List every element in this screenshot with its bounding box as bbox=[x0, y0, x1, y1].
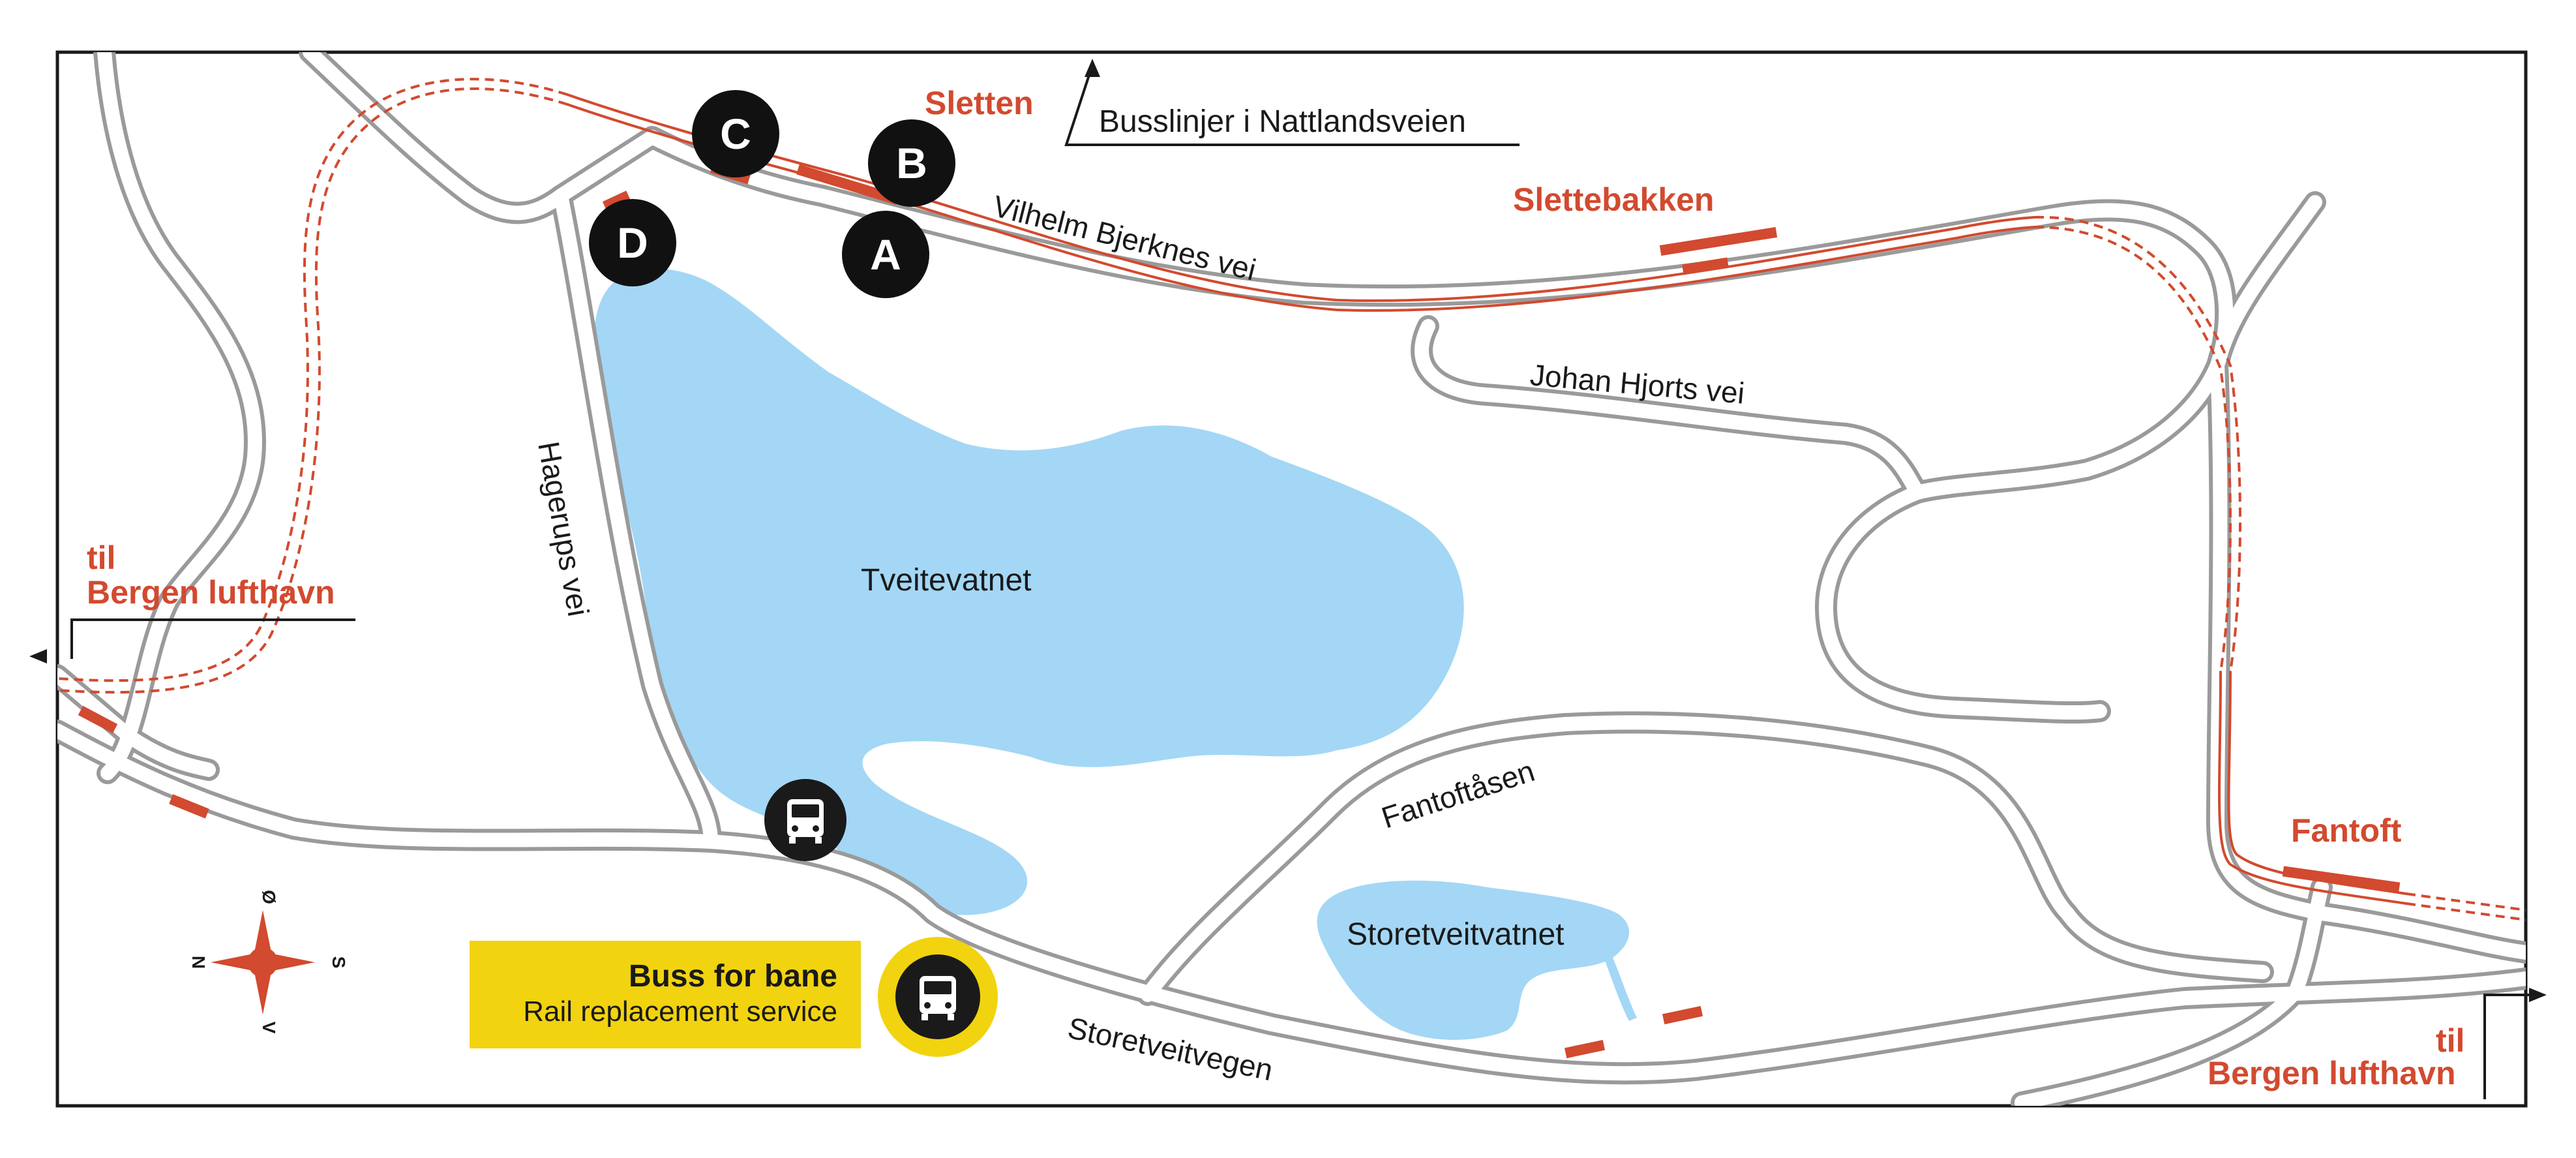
platforms bbox=[78, 162, 2401, 1059]
lake-label-tveitevatnet: Tveitevatnet bbox=[861, 563, 1031, 598]
arrow-head-west bbox=[29, 649, 47, 663]
svg-text:B: B bbox=[896, 139, 927, 187]
lake-label-storetveitvatnet: Storetveitvatnet bbox=[1347, 917, 1565, 952]
bus-stop-a[interactable]: A bbox=[842, 211, 929, 298]
station-fantoft: Fantoft bbox=[2291, 812, 2402, 849]
airport-west-label-2: Bergen lufthavn bbox=[87, 574, 335, 611]
legend-subtitle: Rail replacement service bbox=[523, 996, 837, 1028]
station-slettebakken: Slettebakken bbox=[1513, 181, 1714, 218]
bus-stop-b[interactable]: B bbox=[868, 119, 955, 207]
airport-east-label-1: til bbox=[2436, 1022, 2464, 1059]
lake-storetveitvatnet bbox=[1317, 880, 1637, 1040]
legend-bus-icon bbox=[878, 937, 998, 1057]
svg-text:C: C bbox=[720, 110, 751, 158]
nattland-direction: Busslinjer i Nattlandsveien bbox=[1099, 104, 1466, 139]
lake-tveitevatnet bbox=[593, 268, 1464, 915]
svg-text:N: N bbox=[188, 956, 209, 969]
legend-box bbox=[470, 941, 861, 1048]
bus-icon[interactable] bbox=[764, 779, 846, 861]
svg-text:S: S bbox=[329, 956, 349, 969]
arrow-head-east bbox=[2529, 988, 2547, 1002]
airport-east-label-2: Bergen lufthavn bbox=[2208, 1055, 2456, 1091]
legend: Buss for bane Rail replacement service bbox=[470, 937, 998, 1057]
svg-text:Ø: Ø bbox=[259, 890, 279, 904]
arrow-icon bbox=[70, 65, 2530, 1099]
svg-text:V: V bbox=[259, 1022, 279, 1034]
bus-stop-d[interactable]: D bbox=[589, 199, 676, 286]
bus-stop-c[interactable]: C bbox=[692, 90, 779, 177]
svg-text:A: A bbox=[870, 230, 901, 279]
road-network bbox=[57, 52, 2526, 1106]
station-sletten: Sletten bbox=[925, 85, 1034, 121]
compass-rose-icon: Ø S V N bbox=[188, 890, 349, 1034]
legend-title: Buss for bane bbox=[629, 959, 837, 994]
airport-west-label-1: til bbox=[87, 540, 115, 576]
arrow-head-north bbox=[1085, 59, 1100, 77]
svg-text:D: D bbox=[617, 219, 648, 267]
